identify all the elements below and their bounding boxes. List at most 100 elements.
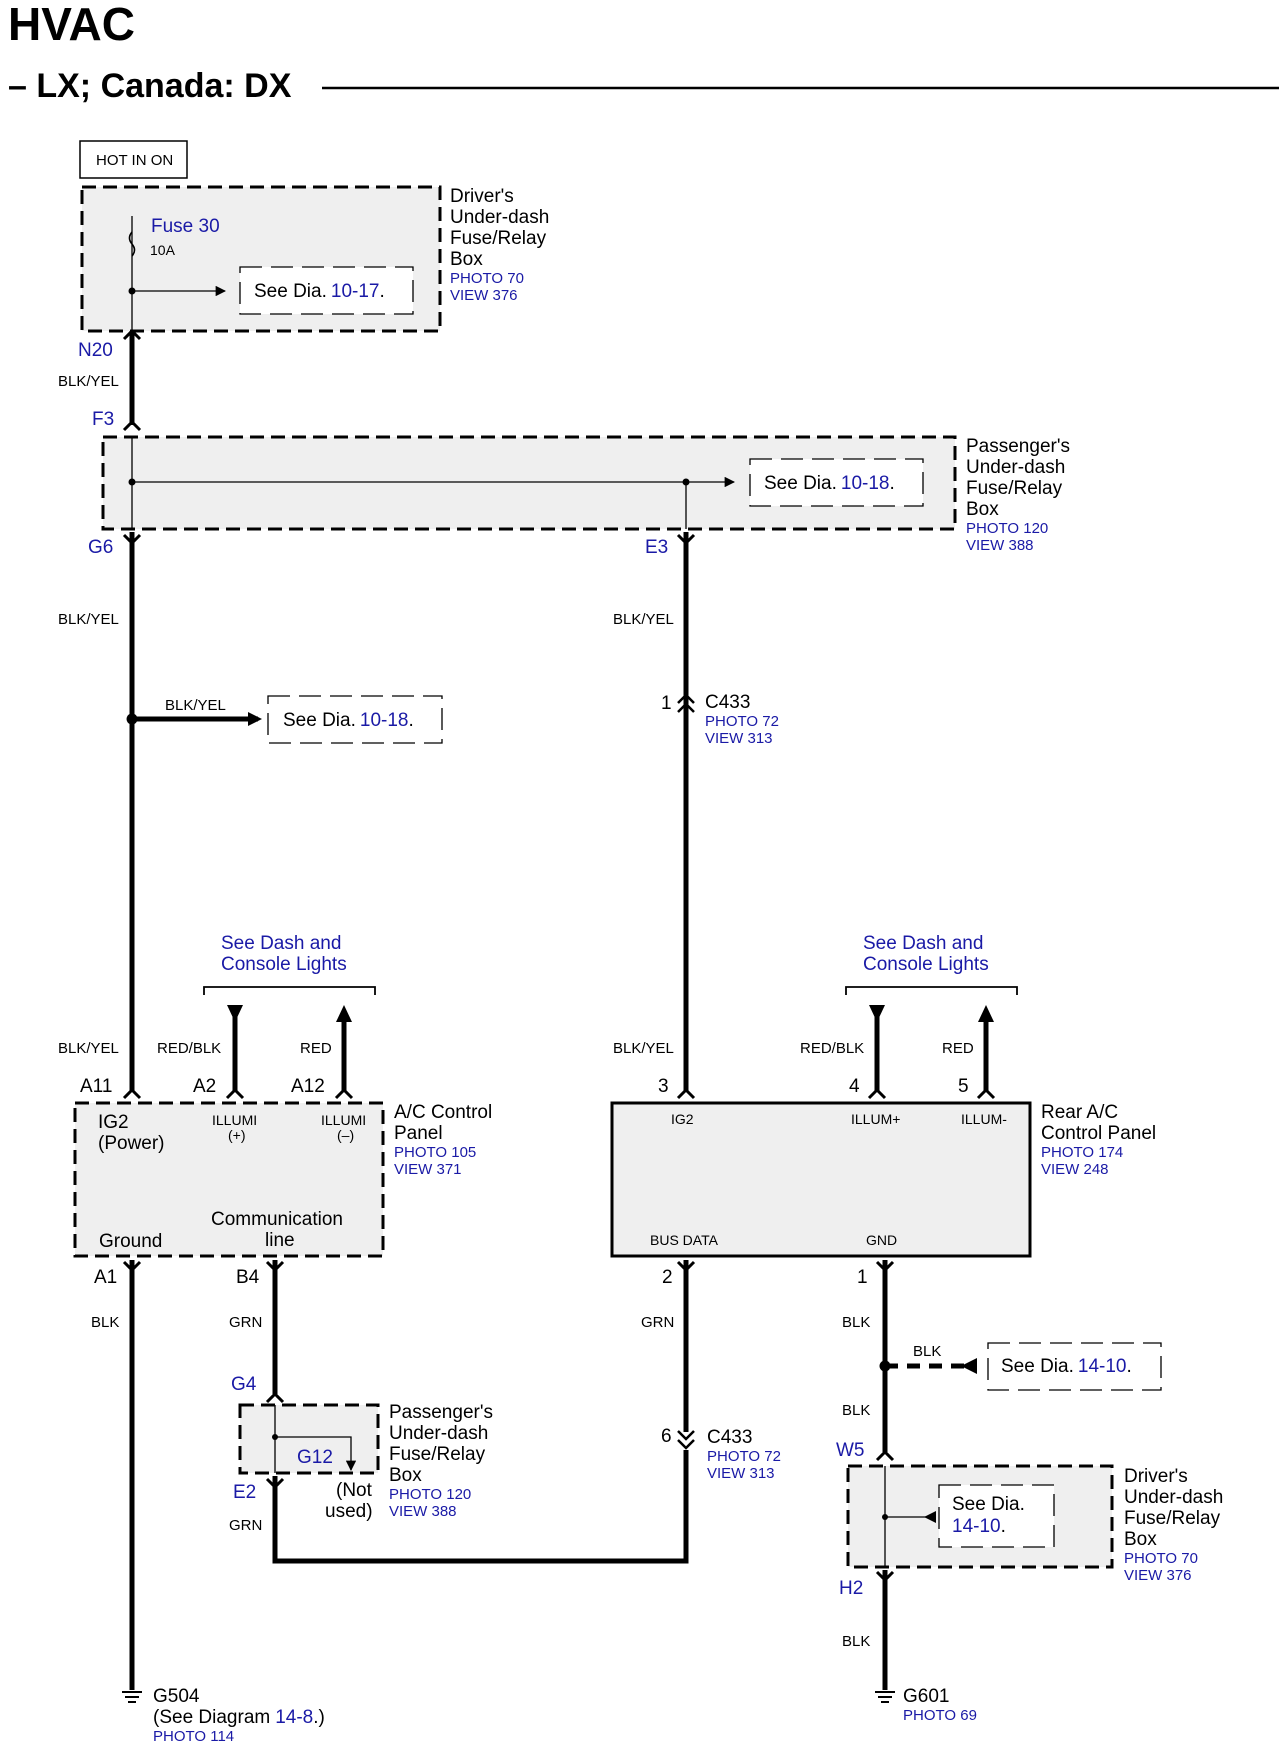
g504-see-ref[interactable]: 14-8: [275, 1707, 313, 1728]
c433-bottom-view[interactable]: VIEW 313: [707, 1465, 775, 1482]
wire-label-blk-1: BLK: [91, 1314, 119, 1331]
drivers-bottom-title-3: Fuse/Relay: [1124, 1508, 1221, 1529]
drivers-bottom-view[interactable]: VIEW 376: [1124, 1567, 1192, 1584]
drivers-box-title-2: Under-dash: [450, 207, 549, 228]
small-box-title-3: Fuse/Relay: [389, 1444, 486, 1465]
c433-top-name: C433: [705, 692, 750, 713]
rear-illum-plus-label: ILLUM+: [851, 1111, 900, 1127]
terminal-e2: E2: [233, 1482, 256, 1503]
dash-lights-left-2[interactable]: Console Lights: [221, 954, 347, 975]
dash-bracket-left: [203, 986, 376, 995]
terminal-pin3: 3: [658, 1076, 669, 1097]
arrow-pin5-out: [978, 1005, 994, 1022]
terminal-a12: A12: [291, 1076, 325, 1097]
terminal-w5: W5: [836, 1440, 865, 1461]
drivers-box-view[interactable]: VIEW 376: [450, 287, 518, 304]
blk-see-prefix: See Dia.: [1001, 1356, 1074, 1377]
wire-e2-c433: [272, 1476, 689, 1564]
connector-w5: [875, 1449, 895, 1462]
dash-bracket-right: [845, 986, 1018, 995]
terminal-g6: G6: [88, 537, 113, 558]
pass-box-view[interactable]: VIEW 388: [966, 537, 1034, 554]
wire-label-blk-2: BLK: [842, 1314, 870, 1331]
wire-label-blk-branch: BLK: [913, 1343, 941, 1360]
ac-ground-label: Ground: [99, 1231, 162, 1252]
drivers-bottom-see-ref[interactable]: 14-10: [952, 1516, 1001, 1537]
fuse-30-symbol: [128, 231, 136, 257]
connector-pin4: [867, 1087, 887, 1100]
arrow-pin4-in: [869, 1005, 885, 1022]
pass-see-dia-link[interactable]: See Dia.10-18.: [764, 473, 895, 494]
pass-box-photo[interactable]: PHOTO 120: [966, 520, 1048, 537]
c433-bottom-photo[interactable]: PHOTO 72: [707, 1448, 781, 1465]
connector-c433-top: [677, 693, 695, 713]
rear-panel-title-2: Control Panel: [1041, 1123, 1156, 1144]
pass-see-dia-box: [749, 458, 924, 507]
wire-label-grn-3: GRN: [641, 1314, 674, 1331]
c433-top-view[interactable]: VIEW 313: [705, 730, 773, 747]
blk-see-ref[interactable]: 14-10: [1078, 1356, 1127, 1377]
branch-see-dia-link[interactable]: See Dia.10-18.: [283, 710, 414, 731]
wire-label-blk-3: BLK: [842, 1402, 870, 1419]
rear-panel-view[interactable]: VIEW 248: [1041, 1161, 1109, 1178]
small-box-view[interactable]: VIEW 388: [389, 1503, 457, 1520]
terminal-g12: G12: [297, 1447, 333, 1468]
g504-see-prefix: (See Diagram: [153, 1707, 270, 1728]
dash-lights-right-2[interactable]: Console Lights: [863, 954, 989, 975]
wire-label-blk-yel-2: BLK/YEL: [58, 611, 119, 628]
drivers-bottom-title-4: Box: [1124, 1529, 1157, 1550]
dash-lights-right-1[interactable]: See Dash and: [863, 933, 983, 954]
hot-in-on-label: HOT IN ON: [96, 152, 173, 169]
wire-label-blk-yel-4: BLK/YEL: [58, 1040, 119, 1057]
connector-c433-bottom: [677, 1430, 695, 1450]
ac-panel-photo[interactable]: PHOTO 105: [394, 1144, 476, 1161]
wire-label-grn-2: GRN: [229, 1517, 262, 1534]
terminal-pin2: 2: [662, 1267, 673, 1288]
page-title: HVAC: [8, 0, 135, 50]
drivers-box-photo[interactable]: PHOTO 70: [450, 270, 524, 287]
terminal-a1: A1: [94, 1267, 117, 1288]
ac-panel-title-2: Panel: [394, 1123, 443, 1144]
g601-name: G601: [903, 1686, 949, 1707]
drivers-bottom-see-link[interactable]: 14-10.: [952, 1516, 1006, 1537]
drivers-bottom-title-1: Driver's: [1124, 1466, 1188, 1487]
pass-box-title-2: Under-dash: [966, 457, 1065, 478]
rear-panel-photo[interactable]: PHOTO 174: [1041, 1144, 1123, 1161]
arrow-a2-in: [227, 1005, 243, 1022]
see-dia-link[interactable]: See Dia.10-17.: [254, 281, 385, 302]
small-box-g12-branch: [275, 1436, 357, 1472]
dash-lights-left-1[interactable]: See Dash and: [221, 933, 341, 954]
wire-label-blk-yel-branch: BLK/YEL: [165, 697, 226, 714]
arrow-a12-out: [336, 1005, 352, 1022]
c433-top-photo[interactable]: PHOTO 72: [705, 713, 779, 730]
wire-label-blk-yel-3: BLK/YEL: [613, 611, 674, 628]
branch-see-ref[interactable]: 10-18: [360, 710, 409, 731]
blk-see-dia-box: [987, 1342, 1162, 1391]
see-dia-ref[interactable]: 10-17: [331, 281, 380, 302]
not-used-2: used): [325, 1501, 373, 1522]
rear-ac-control-panel: [610, 1101, 1032, 1258]
pass-see-ref[interactable]: 10-18: [841, 473, 890, 494]
g504-photo[interactable]: PHOTO 114: [153, 1728, 234, 1745]
ac-illumi-minus-label: ILLUMI: [321, 1112, 366, 1128]
g504-name: G504: [153, 1686, 200, 1707]
g601-photo[interactable]: PHOTO 69: [903, 1707, 977, 1724]
ac-panel-view[interactable]: VIEW 371: [394, 1161, 462, 1178]
drivers-bottom-photo[interactable]: PHOTO 70: [1124, 1550, 1198, 1567]
terminal-h2: H2: [839, 1578, 863, 1599]
ground-icon: [875, 1691, 895, 1703]
wire-label-blk-4: BLK: [842, 1633, 870, 1650]
c433-bottom-name: C433: [707, 1427, 752, 1448]
connector-a11: [122, 1087, 142, 1100]
fuse-name: Fuse 30: [151, 216, 220, 237]
connector-pin3: [676, 1087, 696, 1100]
ground-icon: [122, 1691, 142, 1703]
terminal-e3: E3: [645, 537, 668, 558]
wire-label-red-2: RED: [942, 1040, 974, 1057]
small-box-title-2: Under-dash: [389, 1423, 488, 1444]
terminal-pin4: 4: [849, 1076, 860, 1097]
blk-see-dia-link[interactable]: See Dia.14-10.: [1001, 1356, 1132, 1377]
terminal-a2: A2: [193, 1076, 216, 1097]
small-box-photo[interactable]: PHOTO 120: [389, 1486, 471, 1503]
